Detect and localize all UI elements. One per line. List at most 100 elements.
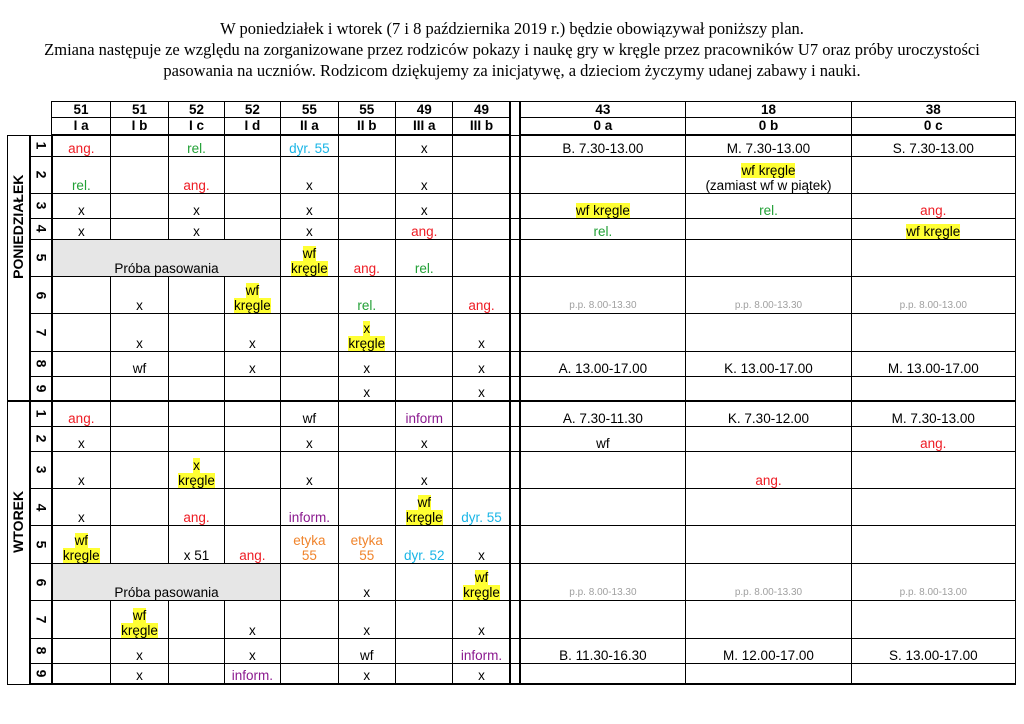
- schedule-cell: [168, 276, 225, 315]
- cell-text: kręgle: [405, 510, 443, 526]
- lesson-number-value: 5: [33, 540, 50, 549]
- schedule-cell: x: [280, 217, 339, 240]
- announcement-line-3: pasowania na uczniów. Rodzicom dziękujem…: [163, 61, 861, 80]
- schedule-cell: S. 7.30-13.00: [850, 134, 1017, 157]
- schedule-cell: [223, 488, 282, 527]
- lesson-number-value: 2: [33, 170, 50, 179]
- lesson-number: 6: [29, 276, 53, 315]
- schedule-cell: [223, 155, 282, 194]
- schedule-cell: [337, 425, 397, 452]
- schedule-cell: [168, 313, 225, 352]
- schedule-cell: [685, 525, 852, 564]
- lesson-number: 4: [29, 217, 53, 240]
- schedule-cell: [850, 313, 1017, 352]
- announcement-line-1: W poniedziałek i wtorek (7 i 8 październ…: [220, 19, 804, 38]
- cell-text: dyr. 55: [289, 140, 330, 156]
- rehearsal-label: Próba pasowania: [114, 261, 219, 277]
- lesson-number-value: 4: [33, 503, 50, 512]
- schedule-cell: x 51: [168, 525, 225, 564]
- schedule-cell: p.p. 8.00-13.00: [850, 276, 1017, 315]
- schedule-cell: [109, 525, 170, 564]
- schedule-cell: [850, 238, 1017, 278]
- cell-text: wf: [360, 647, 374, 663]
- rehearsal-label: Próba pasowania: [114, 585, 219, 601]
- lesson-number-value: 3: [33, 202, 50, 210]
- schedule-cell: [518, 662, 687, 685]
- schedule-cell: rel.: [168, 134, 225, 157]
- cell-text: x: [136, 647, 143, 663]
- cell-text: ang.: [920, 435, 947, 451]
- cell-text: x: [478, 668, 485, 683]
- schedule-cell: wf kręgle(zamiast wf w piątek): [685, 155, 852, 194]
- cell-text: etyka: [350, 532, 383, 548]
- cell-text: x: [77, 202, 85, 218]
- separator-cell: [509, 238, 521, 278]
- lesson-number: 2: [29, 155, 53, 194]
- lesson-number: 6: [29, 562, 53, 602]
- schedule-cell: rel.: [337, 276, 397, 315]
- schedule-cell: [395, 350, 454, 377]
- schedule-cell: [850, 488, 1017, 527]
- lesson-number: 2: [29, 425, 53, 452]
- separator-cell: [509, 134, 521, 157]
- cell-line: 55: [339, 547, 394, 563]
- cell-text: x: [136, 298, 143, 314]
- schedule-cell: B. 11.30-16.30: [518, 637, 687, 664]
- schedule-cell: [850, 525, 1017, 564]
- separator-cell: [509, 155, 521, 194]
- separator-cell: [509, 525, 521, 564]
- cell-text: 55: [359, 547, 375, 563]
- cell-text: x: [363, 622, 371, 638]
- schedule-cell: [337, 155, 397, 194]
- schedule-cell: x: [395, 134, 454, 157]
- schedule-cell: rel.: [395, 238, 454, 278]
- schedule-cell: [395, 562, 454, 602]
- schedule-cell: [51, 637, 111, 664]
- schedule-cell: [685, 600, 852, 639]
- schedule-cell: inform.: [280, 488, 339, 527]
- schedule-cell: [109, 488, 170, 527]
- cell-text: x: [363, 385, 371, 401]
- cell-text: ang.: [68, 410, 95, 426]
- schedule-cell: x: [109, 662, 170, 685]
- schedule-cell: [850, 600, 1017, 639]
- schedule-cell: [518, 600, 687, 639]
- separator-cell: [509, 600, 521, 639]
- cell-text: wf: [132, 360, 147, 376]
- schedule-cell: [109, 400, 170, 427]
- cell-text: x: [478, 385, 485, 401]
- class-name: III a: [395, 116, 454, 137]
- lesson-number: 9: [29, 662, 53, 685]
- separator-cell: [509, 637, 521, 664]
- schedule-cell: [109, 450, 170, 490]
- room-number: 55: [337, 101, 397, 118]
- cell-line: kręgle: [111, 622, 167, 638]
- cell-text: wf: [417, 495, 431, 511]
- schedule-cell: M. 12.00-17.00: [685, 637, 852, 664]
- cell-text: wf kręgle: [741, 162, 796, 178]
- schedule-cell: [51, 375, 111, 402]
- cell-text: rel.: [593, 223, 613, 239]
- separator-cell: [509, 375, 521, 402]
- separator-cell: [509, 450, 521, 490]
- cell-text: rel.: [357, 298, 377, 314]
- schedule-cell: [168, 375, 225, 402]
- schedule-cell: [280, 375, 339, 402]
- schedule-cell: [850, 375, 1017, 402]
- schedule-cell: [395, 662, 454, 685]
- cell-text: x: [249, 360, 256, 376]
- schedule-cell: [685, 217, 852, 240]
- cell-line: wf: [53, 532, 109, 548]
- cell-line: etyka: [282, 533, 337, 548]
- schedule-cell: x: [395, 192, 454, 219]
- cell-text: ang.: [353, 261, 380, 277]
- schedule-cell: [109, 192, 170, 219]
- cell-text: wf: [596, 435, 610, 451]
